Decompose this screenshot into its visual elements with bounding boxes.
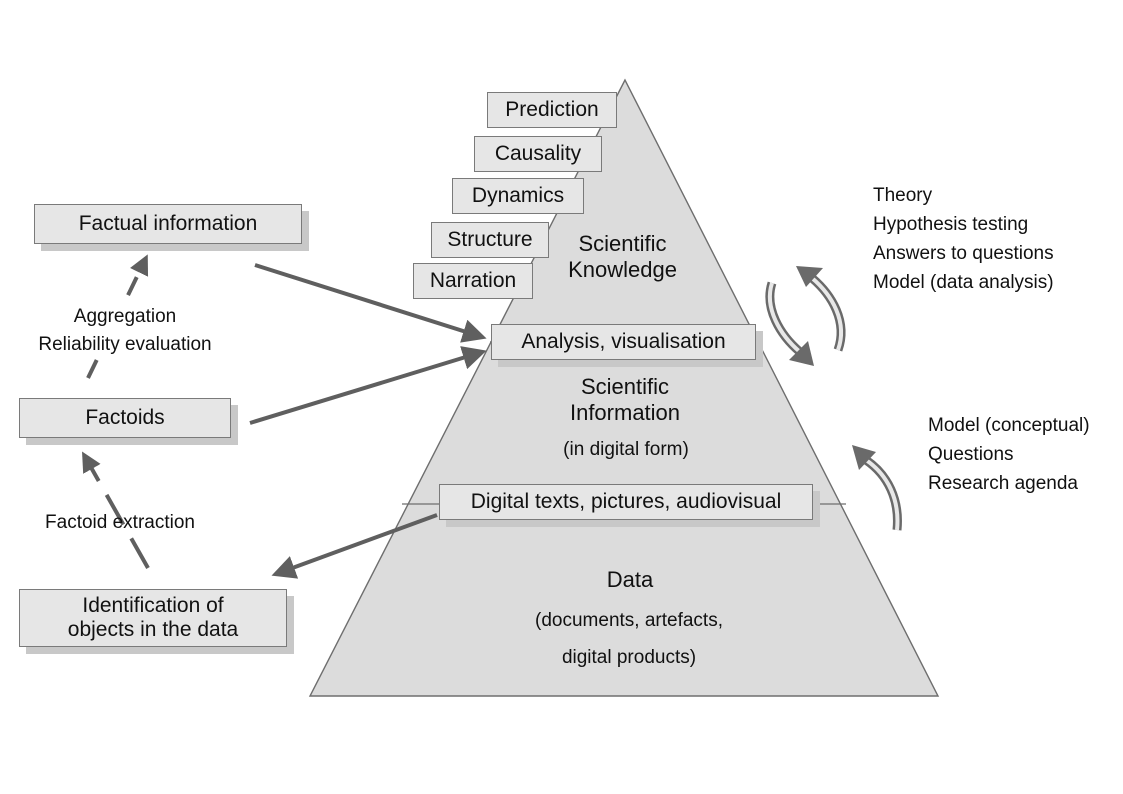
step-prediction-label: Prediction bbox=[505, 98, 599, 121]
arrow-factual-to-analysis bbox=[254, 263, 487, 343]
analysis-box: Analysis, visualisation bbox=[491, 324, 756, 360]
lower-arrow-up-head bbox=[852, 445, 876, 470]
step-causality-label: Causality bbox=[494, 142, 582, 165]
tier-data-label: Data bbox=[606, 567, 654, 592]
right-upper-item-theory: Theory bbox=[873, 185, 933, 206]
step-causality: Causality bbox=[474, 136, 602, 172]
right-upper-item-model: Model (data analysis) bbox=[873, 272, 1054, 293]
tier-information-sublabel: (in digital form) bbox=[563, 439, 689, 460]
factoid-extraction-label: Factoid extraction bbox=[45, 512, 195, 533]
step-dynamics-label: Dynamics bbox=[471, 184, 565, 207]
right-lower-list: Model (conceptual) Questions Research ag… bbox=[928, 411, 1090, 498]
cycle-arrow-up-head bbox=[796, 266, 823, 287]
factoids-label: Factoids bbox=[85, 406, 165, 429]
tier-knowledge-label: Scientific Knowledge bbox=[568, 231, 677, 282]
factual-information-box: Factual information bbox=[34, 204, 302, 244]
cycle-arrow-down-head bbox=[789, 341, 814, 366]
right-lower-item-model: Model (conceptual) bbox=[928, 415, 1090, 436]
aggregation-label: Aggregation Reliability evaluation bbox=[38, 306, 212, 355]
digital-box-label: Digital texts, pictures, audiovisual bbox=[470, 490, 782, 513]
arrow-factoids-to-analysis bbox=[249, 346, 487, 425]
cycle-arrow-up-inner bbox=[810, 276, 844, 351]
step-narration-label: Narration bbox=[429, 269, 517, 292]
step-prediction: Prediction bbox=[487, 92, 617, 128]
right-upper-item-answers: Answers to questions bbox=[873, 243, 1054, 264]
tier-data-sublabel: (documents, artefacts, digital products) bbox=[535, 610, 723, 668]
identification-box: Identification of objects in the data bbox=[19, 589, 287, 647]
tier-information-label: Scientific Information bbox=[569, 374, 681, 425]
arrow-identification-to-factoids bbox=[82, 451, 150, 569]
arrow-digital-to-identification bbox=[271, 513, 438, 579]
pyramid bbox=[308, 78, 940, 697]
identification-label: Identification of objects in the data bbox=[67, 594, 239, 641]
lower-arrow-up-inner bbox=[864, 458, 900, 531]
factual-information-label: Factual information bbox=[78, 212, 258, 235]
factoids-box: Factoids bbox=[19, 398, 231, 438]
step-structure: Structure bbox=[431, 222, 549, 258]
step-structure-label: Structure bbox=[447, 228, 533, 251]
digital-box: Digital texts, pictures, audiovisual bbox=[439, 484, 813, 520]
step-narration: Narration bbox=[413, 263, 533, 299]
cycle-arrow-down-inner bbox=[767, 282, 802, 354]
analysis-box-label: Analysis, visualisation bbox=[521, 330, 726, 353]
right-upper-list: Theory Hypothesis testing Answers to que… bbox=[873, 181, 1054, 297]
arrow-factoids-to-factual bbox=[86, 254, 149, 379]
right-upper-item-hypothesis: Hypothesis testing bbox=[873, 214, 1029, 235]
right-lower-item-agenda: Research agenda bbox=[928, 473, 1078, 494]
right-lower-item-questions: Questions bbox=[928, 444, 1014, 465]
step-dynamics: Dynamics bbox=[452, 178, 584, 214]
